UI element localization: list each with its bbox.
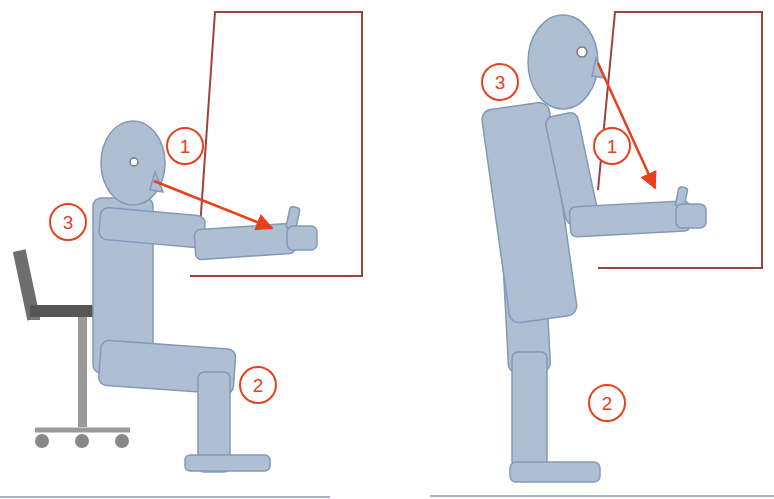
- floor-line: [430, 495, 774, 497]
- callout-number: 3: [49, 203, 87, 241]
- foot: [185, 455, 270, 471]
- callout-number: 2: [239, 366, 277, 404]
- hand: [287, 226, 317, 250]
- upper-arm: [98, 207, 205, 248]
- work-surface: [190, 12, 362, 276]
- sight-line-arrow: [154, 181, 272, 228]
- forearm: [569, 201, 690, 237]
- callout-number: 3: [481, 63, 519, 101]
- callout-number: 2: [588, 384, 626, 422]
- forearm: [194, 223, 296, 260]
- floor-line: [0, 496, 330, 498]
- eye: [130, 158, 138, 166]
- standing-figure: [481, 15, 706, 482]
- head: [101, 121, 165, 205]
- sight-line-arrow: [598, 63, 655, 188]
- chair-post: [78, 317, 87, 427]
- seated-figure: [93, 121, 317, 472]
- shin: [512, 352, 547, 467]
- eye: [577, 47, 587, 57]
- chair-base: [35, 428, 130, 433]
- callout-number: 1: [593, 127, 631, 165]
- callout-number: 1: [166, 127, 204, 165]
- hand: [676, 204, 706, 228]
- foot: [510, 462, 600, 482]
- chair-wheel: [75, 434, 89, 448]
- head: [528, 15, 598, 109]
- chair-wheel: [115, 434, 129, 448]
- chair-wheel: [35, 434, 49, 448]
